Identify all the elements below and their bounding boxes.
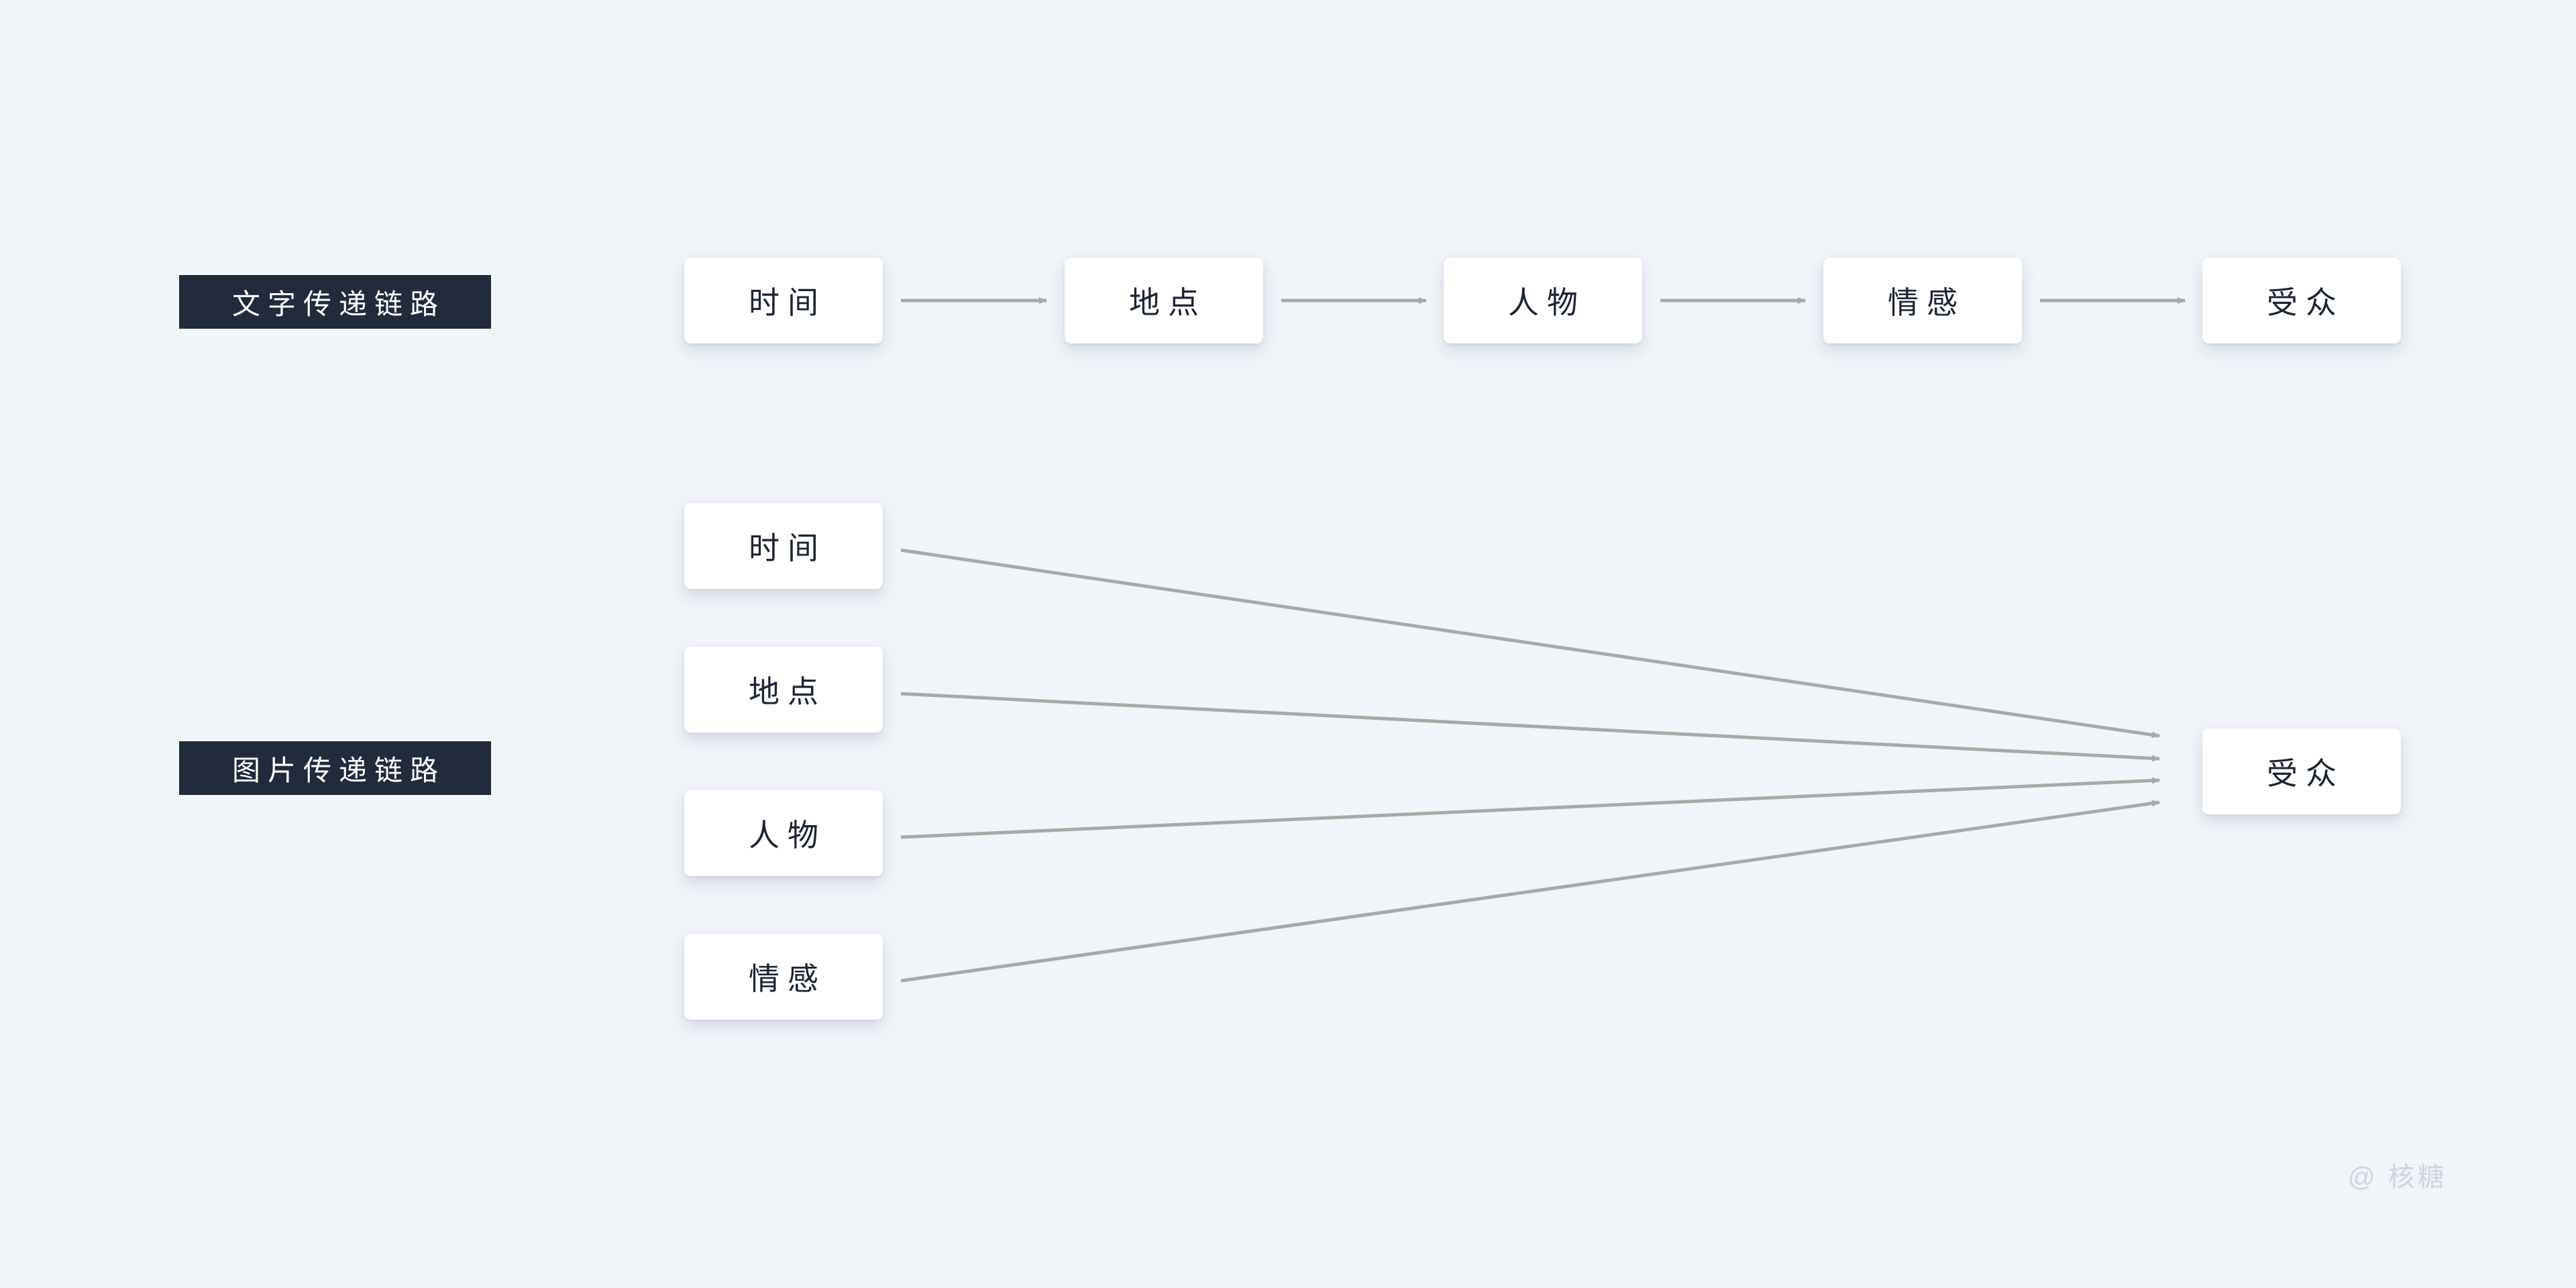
section-badge-image-chain: 图片传递链路: [179, 741, 491, 795]
watermark-label: @ 核糖: [2348, 1163, 2447, 1192]
section-badge-text-chain: 文字传递链路: [179, 275, 491, 329]
chain-node-emotion[interactable]: 情感: [1823, 258, 2022, 343]
fan-arrow-1: [900, 692, 2160, 762]
fan-node-place[interactable]: 地点: [684, 647, 883, 733]
chain-node-person[interactable]: 人物: [1444, 258, 1642, 343]
fan-node-time[interactable]: 时间: [684, 503, 883, 589]
chain-node-time[interactable]: 时间: [684, 258, 883, 343]
fan-arrow-0: [900, 548, 2160, 739]
fan-node-emotion[interactable]: 情感: [684, 934, 883, 1020]
fan-connectors: [900, 548, 2160, 983]
fan-arrow-3: [900, 800, 2160, 983]
fan-arrow-2: [900, 777, 2160, 839]
chain-node-place[interactable]: 地点: [1065, 258, 1263, 343]
fan-node-person[interactable]: 人物: [684, 790, 883, 876]
fan-node-audience[interactable]: 受众: [2202, 729, 2401, 814]
chain-node-audience[interactable]: 受众: [2202, 258, 2401, 343]
